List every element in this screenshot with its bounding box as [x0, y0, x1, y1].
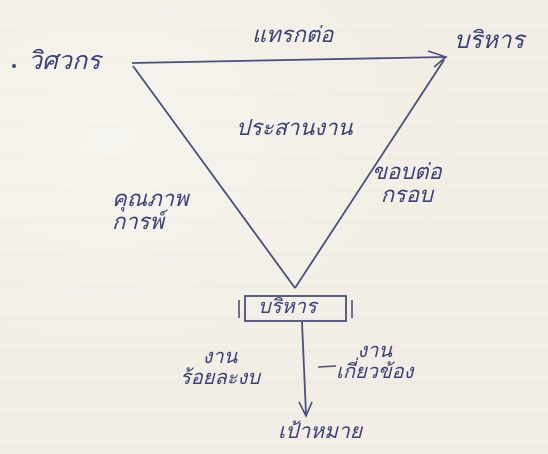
node-right-label: บริหาร — [454, 26, 525, 54]
bullet-dot — [12, 64, 16, 68]
target-label: เป้าหมาย — [278, 419, 363, 443]
edge-left-label: คุณภาพ การพ์ — [112, 187, 189, 236]
node-left-label: วิศวกร — [28, 46, 101, 75]
bottom-left-label: งาน ร้อยละงบ — [180, 344, 260, 389]
bottom-right-label: งาน เกี่ยวข้อง — [336, 338, 414, 383]
center-label: ประสานงาน — [236, 116, 353, 141]
edge-right-label: ขอบต่อ กรอบ — [372, 160, 442, 209]
right-dash — [317, 365, 337, 368]
bottom-node-box — [244, 295, 347, 322]
edge-right-line — [294, 59, 445, 289]
bottom-node-label: บริหาร — [258, 294, 317, 318]
edge-left-line — [132, 65, 296, 289]
arrowhead-top-right — [427, 50, 448, 68]
edge-top-label: แทรกต่อ — [252, 23, 334, 48]
down-arrow-line — [301, 321, 307, 415]
edge-top-line — [131, 56, 446, 64]
down-arrowhead — [298, 401, 313, 418]
